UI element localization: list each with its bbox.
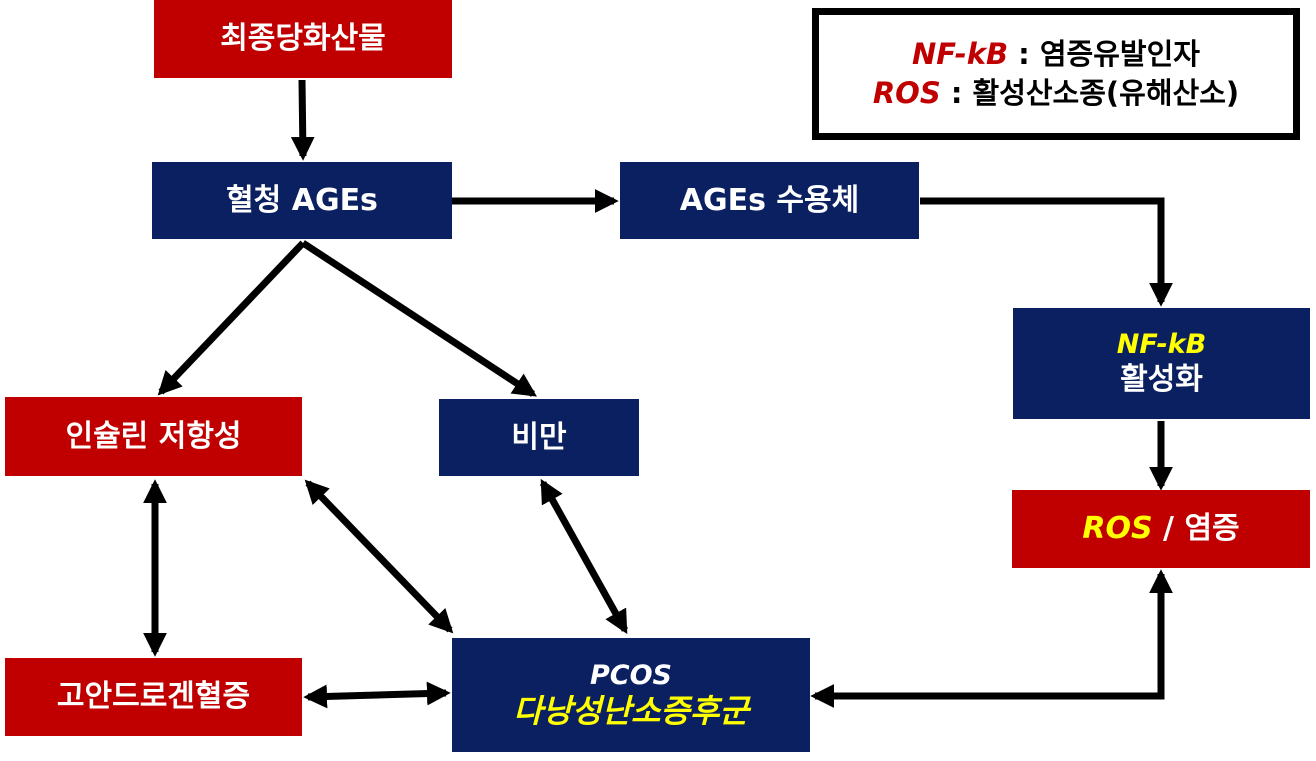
node-obesity: 비만 xyxy=(439,399,639,476)
node-ros-inflammation: ROS / 염증 xyxy=(1012,490,1310,568)
node-ages-receptor-label: AGEs 수용체 xyxy=(679,182,860,218)
node-pcos-term: PCOS xyxy=(589,659,672,691)
node-ros-inflammation-label: 염증 xyxy=(1184,511,1240,546)
arrow-insulin-pcos xyxy=(304,479,454,634)
arrow-final-to-serum xyxy=(290,79,315,161)
legend-ros-sep: : xyxy=(940,76,973,110)
node-final-glycation-label: 최종당화산물 xyxy=(220,21,386,56)
node-insulin-resistance: 인슐린 저항성 xyxy=(5,397,302,476)
node-nfkb-activation: NF-kB 활성화 xyxy=(1013,308,1310,419)
legend-ros-term: ROS xyxy=(872,76,941,110)
legend-row-ros: ROS : 활성산소종(유해산소) xyxy=(873,74,1239,113)
node-nfkb-term: NF-kB xyxy=(1116,329,1207,361)
node-serum-ages: 혈청 AGEs xyxy=(152,162,452,239)
arrow-hyperandrogenism-pcos xyxy=(303,681,451,709)
node-hyperandrogenism-label: 고안드로겐혈증 xyxy=(56,679,251,714)
node-serum-ages-label: 혈청 AGEs xyxy=(226,182,378,218)
arrow-obesity-pcos xyxy=(539,478,629,635)
node-ages-receptor: AGEs 수용체 xyxy=(620,162,919,239)
arrow-ros-pcos xyxy=(810,569,1173,708)
node-final-glycation: 최종당화산물 xyxy=(154,0,452,78)
legend-row-nfkb: NF-kB : 염증유발인자 xyxy=(912,35,1200,74)
node-insulin-resistance-label: 인슐린 저항성 xyxy=(65,418,242,454)
legend-ros-desc: 활성산소종(유해산소) xyxy=(972,76,1240,110)
legend-box: NF-kB : 염증유발인자 ROS : 활성산소종(유해산소) xyxy=(812,8,1300,140)
node-hyperandrogenism: 고안드로겐혈증 xyxy=(5,658,302,736)
legend-nfkb-sep: : xyxy=(1008,36,1040,71)
arrow-serum-to-insulin xyxy=(157,240,306,396)
node-ros-separator: / xyxy=(1152,511,1185,546)
node-nfkb-activation-label: 활성화 xyxy=(1120,361,1203,397)
node-pcos-label: 다낭성난소증후군 xyxy=(513,692,749,730)
arrow-serum-to-obesity xyxy=(301,240,537,397)
legend-nfkb-term: NF-kB xyxy=(912,36,1009,71)
node-obesity-label: 비만 xyxy=(511,419,567,455)
node-pcos: PCOS 다낭성난소증후군 xyxy=(452,638,810,752)
arrow-receptor-to-nfkb xyxy=(920,197,1173,307)
legend-nfkb-desc: 염증유발인자 xyxy=(1039,36,1200,71)
node-ros-term: ROS xyxy=(1082,511,1153,546)
